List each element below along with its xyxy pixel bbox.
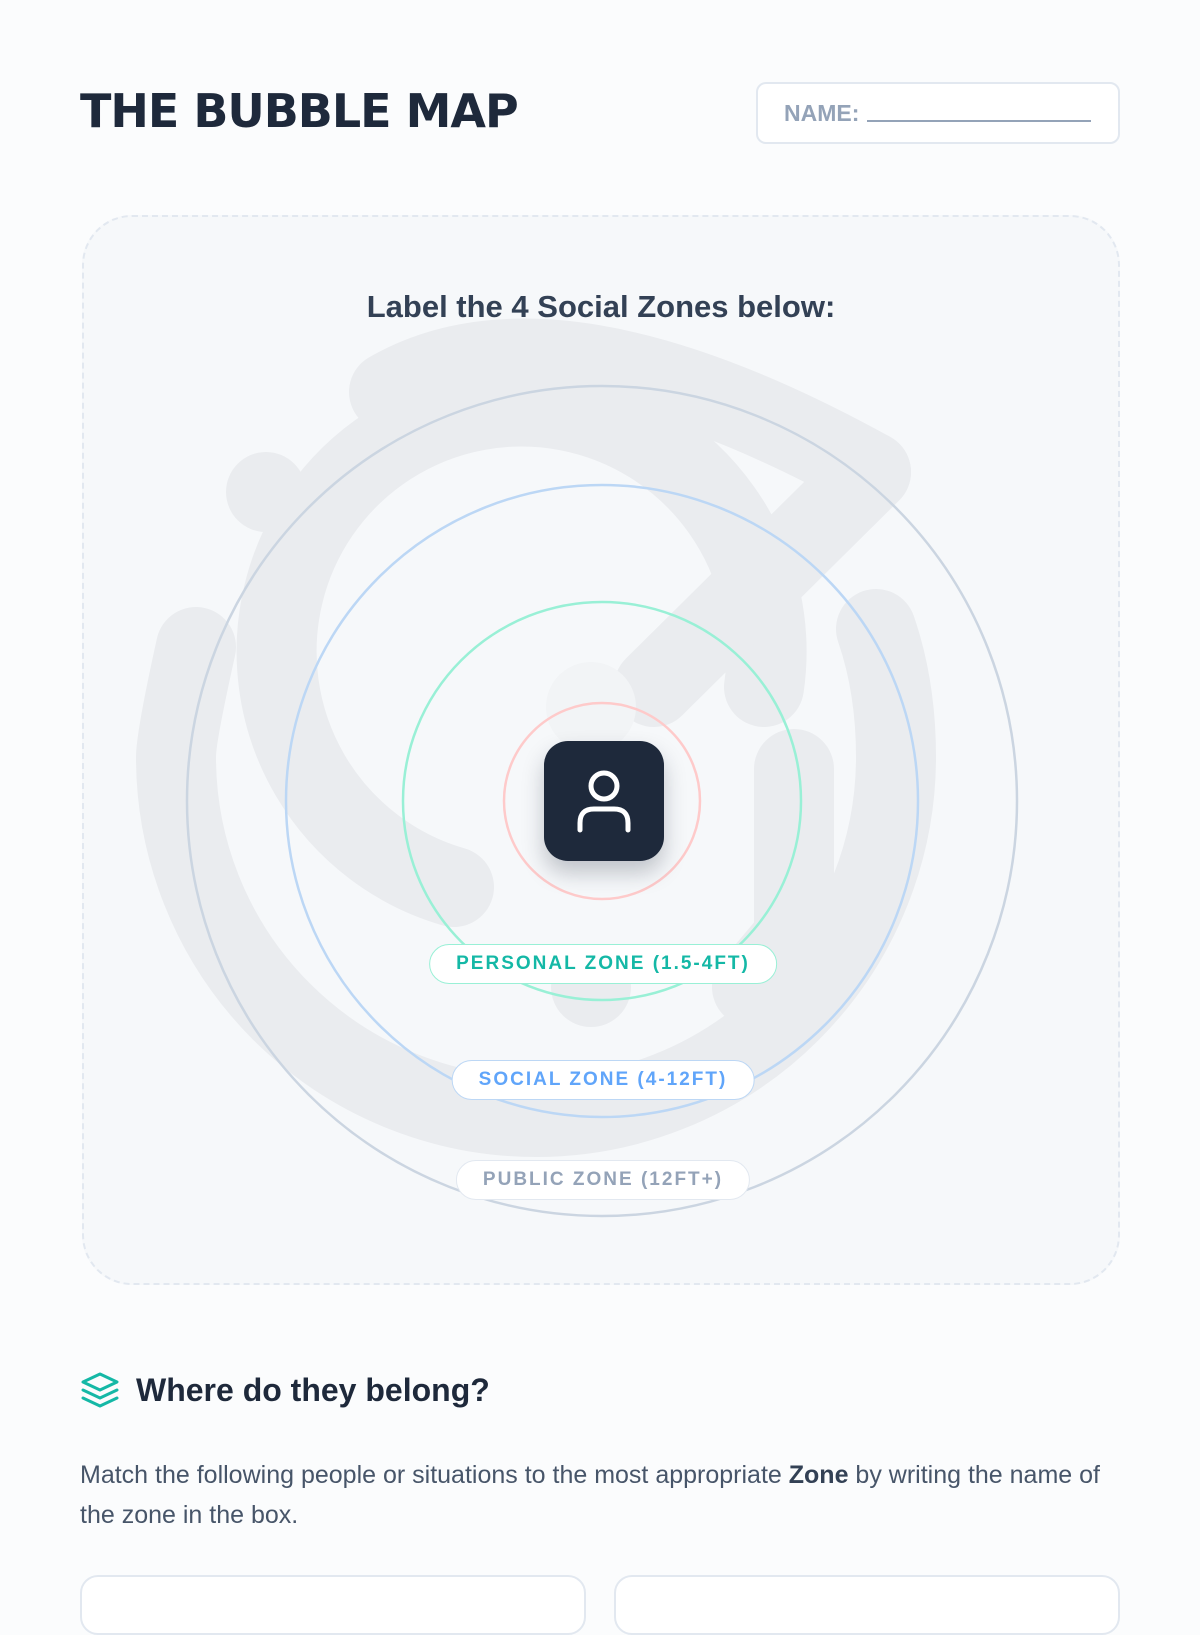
public-zone-label: PUBLIC ZONE (12FT+) xyxy=(455,1160,751,1200)
personal-zone-ring xyxy=(401,600,803,1002)
instructions-text-1: Match the following people or situations… xyxy=(80,1461,789,1489)
personal-zone-label: PERSONAL ZONE (1.5-4FT) xyxy=(429,944,777,984)
watermark-decoration xyxy=(135,318,937,1157)
match-card-left xyxy=(80,1575,586,1635)
bubble-map-background xyxy=(135,318,1019,1218)
map-instruction: Label the 4 Social Zones below: xyxy=(366,289,836,324)
watermark-dot-left xyxy=(226,452,306,532)
match-card-right xyxy=(614,1575,1120,1635)
watermark-diagonal xyxy=(614,432,911,727)
watermark-dot-center xyxy=(546,662,636,752)
matching-instructions: Match the following people or situations… xyxy=(80,1455,1120,1535)
public-zone-ring xyxy=(185,384,1019,1218)
layers-icon xyxy=(81,1372,119,1408)
center-person-tile xyxy=(544,741,664,861)
social-zone-label: SOCIAL ZONE (4-12FT) xyxy=(451,1060,755,1100)
section-heading: Where do they belong? xyxy=(136,1371,490,1408)
name-blank-line[interactable] xyxy=(867,120,1092,122)
page-title: THE BUBBLE MAP xyxy=(80,84,519,138)
instructions-bold-zone: Zone xyxy=(788,1461,849,1489)
person-icon xyxy=(577,770,631,833)
bubble-map-card: Label the 4 Social Zones below: PERSONAL… xyxy=(82,215,1120,1285)
intimate-zone-ring xyxy=(502,701,702,901)
instructions-text-2: by writing the name of the zone in the b… xyxy=(80,1461,1100,1529)
watermark-outer-arc xyxy=(135,589,937,1157)
name-field[interactable]: NAME: xyxy=(756,82,1120,144)
name-label: NAME: xyxy=(784,99,860,126)
matching-section-header: Where do they belong? xyxy=(80,1370,490,1410)
social-zone-ring xyxy=(284,483,920,1119)
